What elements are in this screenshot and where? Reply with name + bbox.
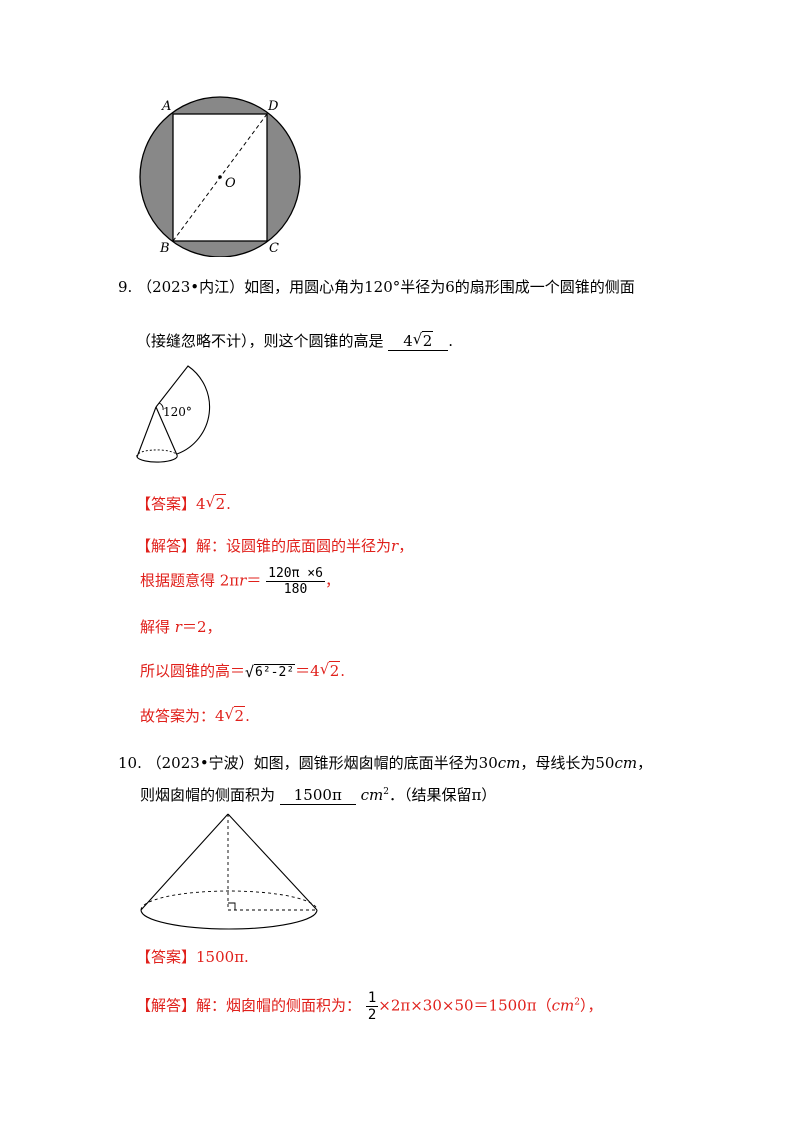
label-d: D xyxy=(267,99,279,114)
q9-solution-l1: 【解答】解：设圆锥的底面圆的半径为r， xyxy=(136,537,414,555)
angle-arc xyxy=(158,402,164,411)
right-angle-mark xyxy=(228,902,236,910)
cone-base-front xyxy=(136,454,178,463)
sector xyxy=(155,365,211,455)
q9-solution-l3: 解得 r＝2， xyxy=(140,618,222,636)
q10-solution: 【解答】解：烟囱帽的侧面积为： 1 2 ×2π×30×50＝1500π（cm2）… xyxy=(136,990,603,1023)
q9-line2: （接缝忽略不计），则这个圆锥的高是 42. xyxy=(136,330,453,351)
q9-answer-line: 【答案】42. xyxy=(136,493,231,514)
q9-source: （2023•内江） xyxy=(137,278,245,296)
label-c: C xyxy=(269,241,279,256)
q9-answer-blank: 42 xyxy=(388,330,449,351)
q9-solution-l2: 根据题意得 2πr＝ 120π ×6 180 ， xyxy=(140,566,340,597)
q10-answer-blank: 1500π xyxy=(279,786,356,805)
center-point xyxy=(218,175,222,179)
q9-text1: 如图，用圆心角为120°半径为6的扇形围成一个圆锥的侧面 xyxy=(244,278,635,296)
q9-solution-l4: 所以圆锥的高＝6²-2²＝42. xyxy=(140,660,345,681)
cone-left-edge xyxy=(136,406,157,458)
cone-figure xyxy=(140,813,318,930)
cone-left-slant xyxy=(140,813,229,911)
q9-line1: 9. （2023•内江）如图，用圆心角为120°半径为6的扇形围成一个圆锥的侧面 xyxy=(118,276,635,297)
q10-number: 10. xyxy=(118,754,142,772)
cone-base-front-arc xyxy=(140,909,318,930)
q9-number: 9. xyxy=(118,278,133,296)
cone-sector-figure: 120° xyxy=(136,365,211,463)
q9-text2: （接缝忽略不计），则这个圆锥的高是 xyxy=(136,332,384,350)
fraction-one-half: 1 2 xyxy=(365,990,379,1023)
angle-label: 120° xyxy=(163,405,192,419)
q10-source: （2023•宁波） xyxy=(146,754,254,772)
label-a: A xyxy=(161,99,171,114)
cone-right-slant xyxy=(227,813,318,911)
q10-answer-line: 【答案】1500π. xyxy=(136,948,249,966)
circle-rectangle-figure: A D O B C xyxy=(139,96,301,257)
label-o: O xyxy=(225,176,236,191)
q9-solution-l5: 故答案为：42. xyxy=(140,705,250,726)
cone-base-back-arc xyxy=(140,890,318,911)
fraction-120pi-6-180: 120π ×6 180 xyxy=(266,566,325,597)
q10-line2: 则烟囱帽的侧面积为 1500π cm2．（结果保留π） xyxy=(140,786,497,805)
cone-base-back xyxy=(136,449,178,458)
label-b: B xyxy=(159,241,170,256)
q10-line1: 10. （2023•宁波）如图，圆锥形烟囱帽的底面半径为30cm，母线长为50c… xyxy=(118,754,653,772)
cone-right-edge xyxy=(155,406,178,456)
